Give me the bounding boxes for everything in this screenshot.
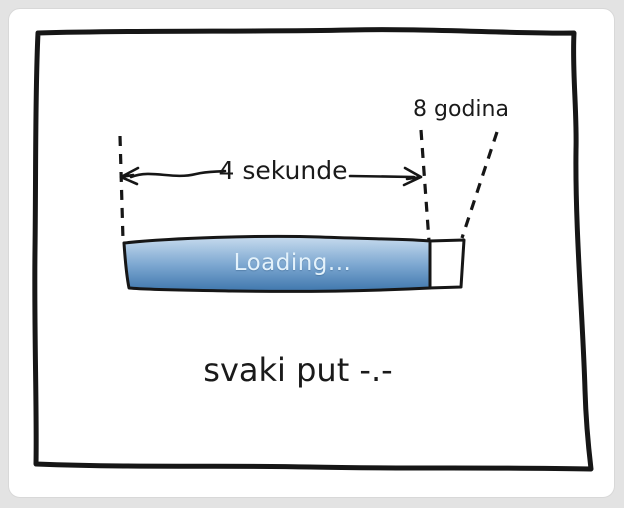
remaining-right-guide-line <box>460 131 499 239</box>
remaining-left-guide-line <box>419 129 431 242</box>
loading-bar-label: Loading... <box>233 250 352 276</box>
loading-bar-empty-segment <box>427 238 466 290</box>
right-arrowhead-icon <box>402 166 423 187</box>
arrow-right-segment <box>348 174 416 179</box>
caption-text: svaki put -.- <box>203 351 393 389</box>
dashed-guides <box>118 129 499 242</box>
arrow-left-squiggle <box>129 169 227 179</box>
loading-bar <box>122 234 466 293</box>
measurement-arrow <box>119 166 423 187</box>
loading-bar-filled-segment <box>122 234 432 293</box>
left-arrowhead-icon <box>119 166 140 186</box>
hand-drawn-frame <box>32 27 594 472</box>
left-guide-line <box>118 135 125 241</box>
elapsed-time-label: 4 sekunde <box>218 156 348 185</box>
remaining-time-label: 8 godina <box>413 97 509 122</box>
